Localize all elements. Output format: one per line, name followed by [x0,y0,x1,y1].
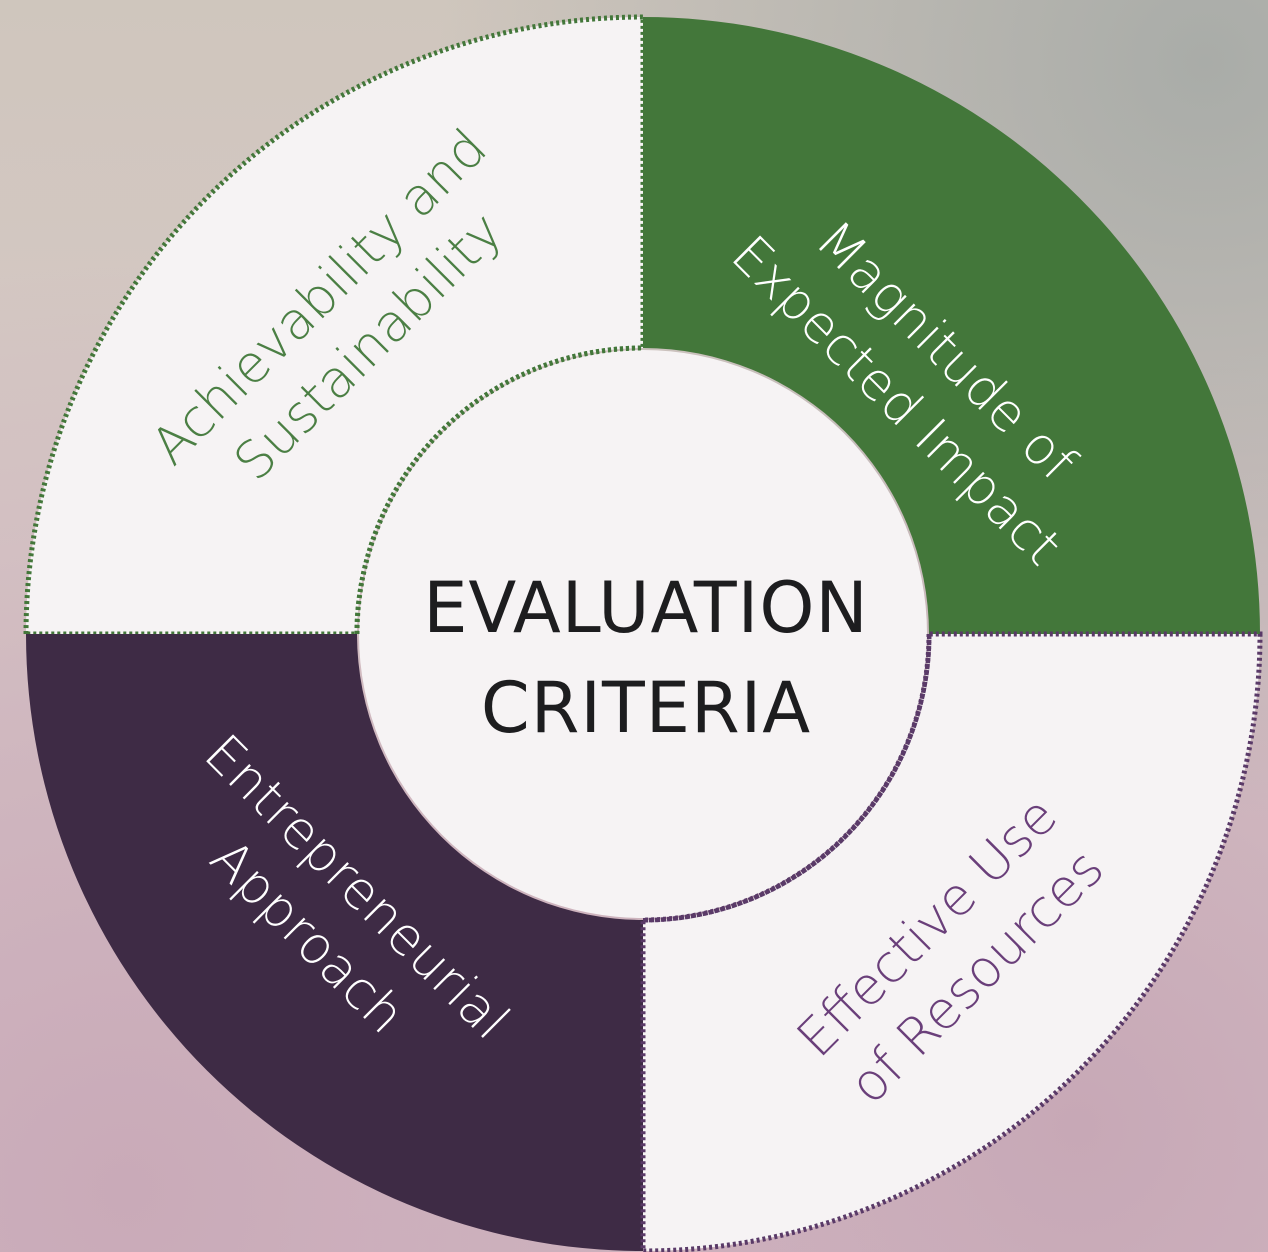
center-title-line1: EVALUATION [423,567,869,649]
center-circle-border-purple [642,633,932,923]
center-circle-border-green [354,345,644,635]
quadrant-bottom-right [640,631,1263,1252]
quadrant-bottom-left [26,634,643,1251]
quadrant-top-right [643,17,1260,634]
center-title-line2: CRITERIA [481,667,811,749]
center-circle [359,350,927,918]
